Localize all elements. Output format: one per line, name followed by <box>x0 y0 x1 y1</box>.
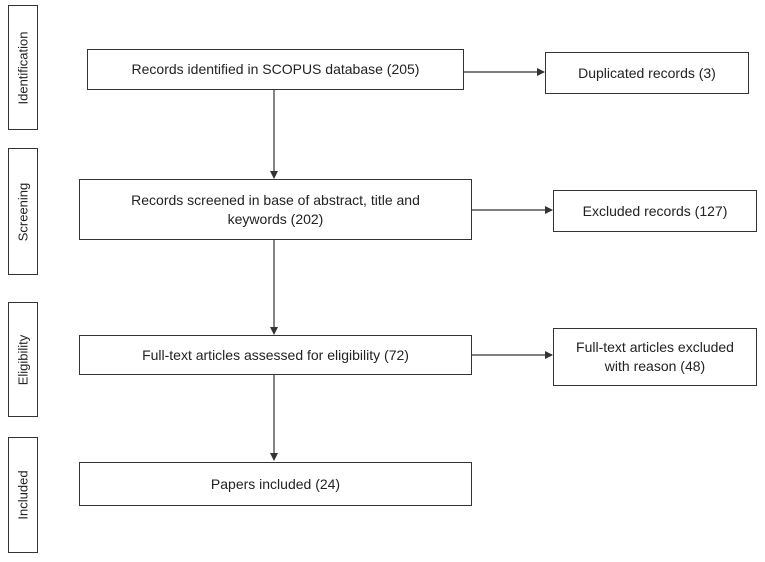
stage-label-identification: Identification <box>15 31 31 104</box>
box-records-screened: Records screened in base of abstract, ti… <box>79 179 472 240</box>
box-duplicated-records: Duplicated records (3) <box>545 52 749 94</box>
box-duplicated-records-text: Duplicated records (3) <box>578 64 716 81</box>
box-fulltext-excluded: Full-text articles excluded with reason … <box>553 328 757 386</box>
box-fulltext-excluded-text: Full-text articles excluded with reason … <box>576 339 734 374</box>
box-excluded-records: Excluded records (127) <box>553 190 757 232</box>
stage-identification: Identification <box>8 5 38 130</box>
box-fulltext-assessed: Full-text articles assessed for eligibil… <box>79 335 472 375</box>
box-papers-included-text: Papers included (24) <box>210 475 341 492</box>
box-records-identified-text: Records identified in SCOPUS database (2… <box>131 61 420 77</box>
box-records-screened-text: Records screened in base of abstract, ti… <box>131 191 420 227</box>
box-fulltext-assessed-text: Full-text articles assessed for eligibil… <box>142 346 409 363</box>
box-papers-included: Papers included (24) <box>79 462 472 506</box>
box-records-identified: Records identified in SCOPUS database (2… <box>87 49 464 90</box>
stage-eligibility: Eligibility <box>8 302 38 417</box>
stage-included: Included <box>8 437 38 553</box>
stage-label-screening: Screening <box>15 182 31 241</box>
stage-label-eligibility: Eligibility <box>15 334 31 385</box>
stage-screening: Screening <box>8 148 38 275</box>
stage-label-included: Included <box>15 470 31 520</box>
box-excluded-records-text: Excluded records (127) <box>582 202 728 219</box>
